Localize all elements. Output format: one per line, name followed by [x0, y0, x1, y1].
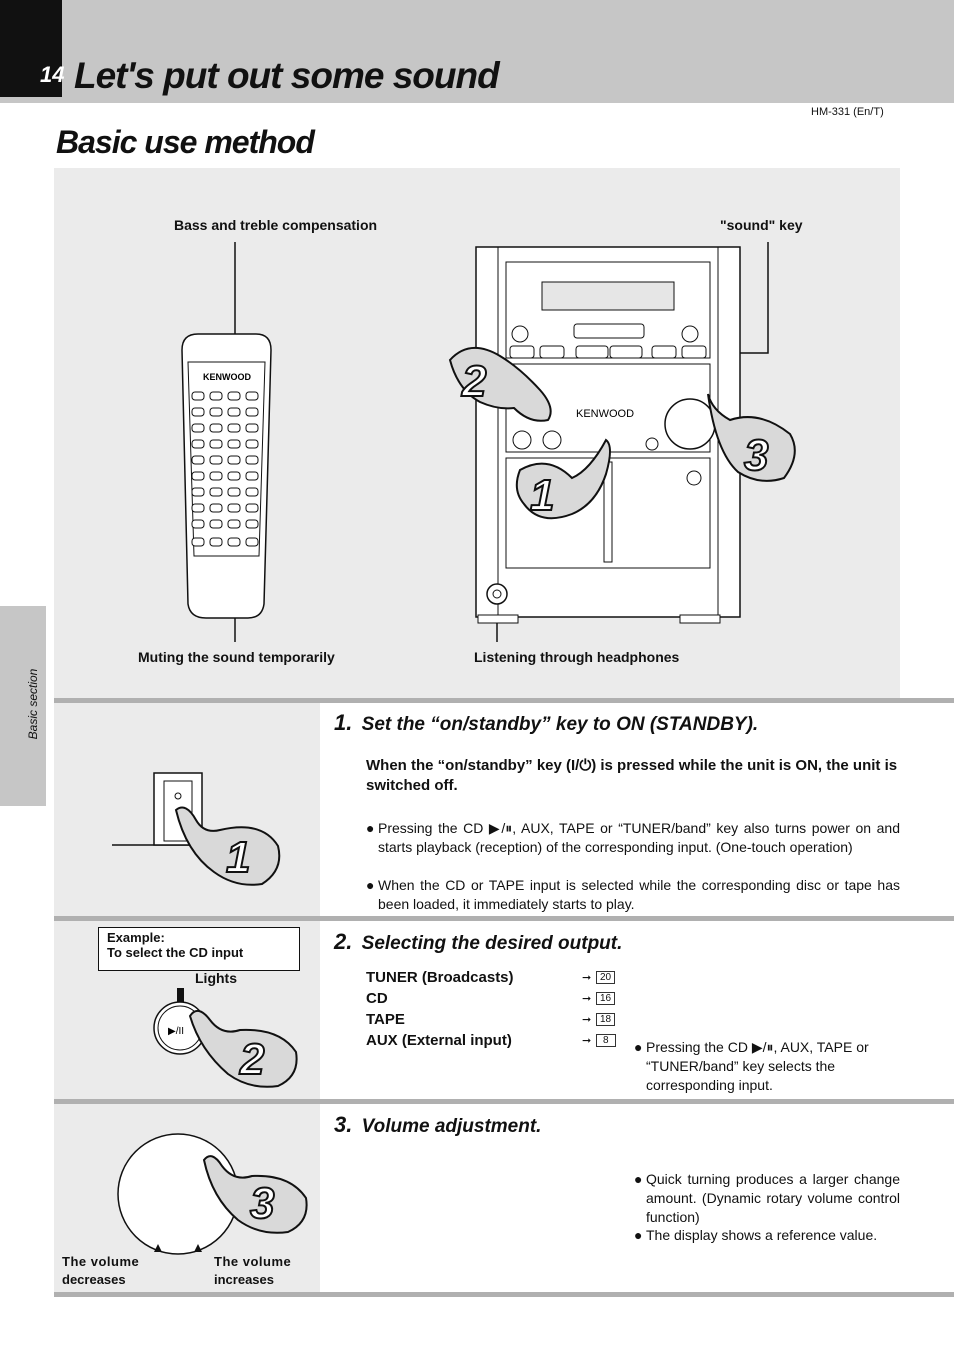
bullet-icon: ● — [366, 820, 375, 836]
step2-number: 2. — [334, 929, 353, 954]
step3-marker: 3 — [250, 1179, 274, 1228]
bottom-rule — [54, 1292, 954, 1297]
example-line-2: To select the CD input — [107, 945, 244, 960]
hand-icon — [174, 806, 281, 886]
step1-illustration: 1 — [112, 772, 281, 886]
bullet-icon: ● — [634, 1227, 643, 1243]
step1-bullet-1: ● Pressing the CD ▶/⏸, AUX, TAPE or “TUN… — [366, 819, 900, 857]
label-headphones: Listening through headphones — [474, 649, 680, 665]
example-box: Example: To select the CD input — [98, 927, 300, 971]
unit-brand: KENWOOD — [576, 408, 634, 420]
volume-decreases-line-2: decreases — [62, 1272, 126, 1287]
volume-increases-line-2: increases — [214, 1272, 274, 1287]
page-title: Let's put out some sound — [74, 55, 500, 96]
step1-title-text: Set the “on/standby” key to ON (STANDBY)… — [361, 714, 759, 735]
step2-bullet: ● Pressing the CD ▶/⏸, AUX, TAPE or “TUN… — [634, 1038, 900, 1095]
arrow-icon: ➞ — [582, 1035, 592, 1047]
marker-1: 1 — [530, 471, 554, 520]
page-number: 14 — [40, 62, 65, 87]
model-code: HM-331 (En/T) — [811, 106, 884, 118]
bullet-icon: ● — [366, 877, 375, 893]
volume-decreases-line-1: The volume — [62, 1254, 140, 1269]
label-muting: Muting the sound temporarily — [138, 649, 335, 665]
step1-marker: 1 — [226, 833, 250, 882]
bullet-icon: ● — [634, 1171, 643, 1187]
step3-bullet-2-text: The display shows a reference value. — [646, 1227, 878, 1243]
remote-brand: KENWOOD — [203, 372, 251, 382]
label-sound-key: "sound" key — [720, 217, 803, 233]
label-bass-treble: Bass and treble compensation — [174, 217, 378, 233]
source-cd: CD — [366, 990, 388, 1007]
step2-rule — [54, 916, 954, 921]
page-number-box — [0, 0, 62, 97]
page-ref-tuner[interactable]: 20 — [596, 971, 616, 984]
example-line-1: Example: — [107, 930, 165, 945]
volume-increases-line-1: The volume — [214, 1254, 292, 1269]
source-aux: AUX (External input) — [366, 1032, 512, 1049]
step3-bullet-2: ● The display shows a reference value. — [634, 1226, 900, 1245]
lights-label: Lights — [195, 970, 237, 986]
step1-number: 1. — [334, 710, 353, 735]
step1-bullet-1-text: Pressing the CD ▶/⏸, AUX, TAPE or “TUNER… — [378, 820, 900, 855]
page-ref-cd[interactable]: 16 — [596, 992, 616, 1005]
remote-control — [181, 333, 272, 619]
main-unit — [475, 246, 741, 624]
side-tab-label: Basic section — [26, 668, 40, 740]
step3-rule — [54, 1099, 954, 1104]
step3-illustration: 3 — [117, 1133, 308, 1255]
step2-illustration: ▶/II 2 — [153, 988, 298, 1088]
step1-lead: When the “on/standby” key (I/⏻) is press… — [366, 757, 898, 794]
marker-2: 2 — [461, 357, 487, 406]
step2-title: 2. Selecting the desired output. — [334, 929, 622, 955]
step3-bullet-1: ● Quick turning produces a larger change… — [634, 1170, 900, 1227]
hand-icon — [202, 1155, 308, 1234]
step2-bullet-text: Pressing the CD ▶/⏸, AUX, TAPE or “TUNER… — [646, 1039, 869, 1093]
header-band — [0, 0, 954, 103]
page-ref-tape[interactable]: 18 — [596, 1013, 616, 1026]
step1-rule — [54, 698, 954, 703]
step2-marker: 2 — [239, 1035, 265, 1084]
source-tape: TAPE — [366, 1011, 405, 1028]
page-ref-aux[interactable]: 8 — [596, 1034, 616, 1047]
arrow-icon: ➞ — [582, 993, 592, 1005]
step3-number: 3. — [334, 1112, 353, 1137]
source-tuner: TUNER (Broadcasts) — [366, 969, 514, 986]
arrow-icon: ➞ — [582, 972, 592, 984]
step1-title: 1. Set the “on/standby” key to ON (STAND… — [334, 710, 758, 736]
marker-3: 3 — [744, 431, 768, 480]
step2-title-text: Selecting the desired output. — [361, 933, 623, 954]
play-pause-symbol: ▶/II — [168, 1026, 184, 1037]
section-title: Basic use method — [56, 124, 315, 160]
step3-title-text: Volume adjustment. — [361, 1116, 542, 1137]
step3-bullet-1-text: Quick turning produces a larger change a… — [646, 1171, 900, 1225]
hand-pointer-icons — [448, 347, 796, 520]
step1-bullet-2: ● When the CD or TAPE input is selected … — [366, 876, 900, 914]
step3-title: 3. Volume adjustment. — [334, 1112, 541, 1138]
arrow-icon: ➞ — [582, 1014, 592, 1026]
bullet-icon: ● — [634, 1039, 643, 1055]
overview-illustration: KENWOOD KENWOOD 2 1 3 — [181, 242, 796, 642]
side-tab — [0, 606, 46, 806]
hand-icon — [188, 1009, 298, 1088]
step1-bullet-2-text: When the CD or TAPE input is selected wh… — [378, 877, 900, 912]
